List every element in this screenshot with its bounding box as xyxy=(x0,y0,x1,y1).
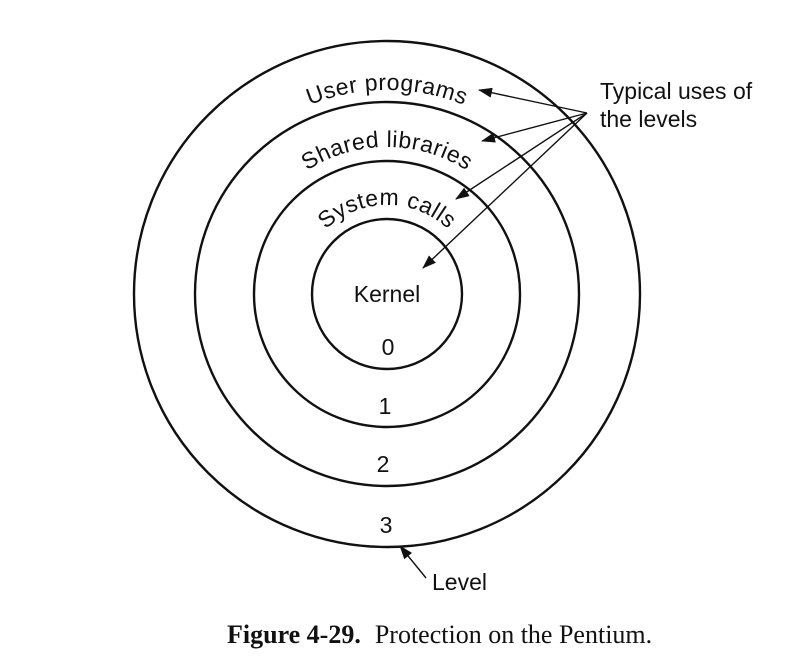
ring-label-kernel: Kernel xyxy=(354,281,420,307)
arrow-to-kernel xyxy=(422,112,588,269)
level-label: Level xyxy=(432,569,487,595)
ring-level-number-0: 0 xyxy=(382,334,395,360)
ring-level-number-1: 1 xyxy=(379,393,392,419)
ring-circle-user-programs xyxy=(132,39,642,549)
typical-uses-label-line1: Typical uses of xyxy=(600,78,753,104)
ring-circle-shared-libraries xyxy=(193,100,581,488)
typical-uses-label: Typical uses of the levels xyxy=(600,78,753,132)
figure-caption-text: Protection on the Pentium. xyxy=(375,620,652,649)
ring-label-user-programs: User programs xyxy=(302,69,471,110)
ring-level-numbers: 0 1 2 3 xyxy=(377,334,395,538)
ring-label-system-calls: System calls xyxy=(312,184,461,233)
ring-circles xyxy=(132,39,642,549)
ring-level-number-3: 3 xyxy=(380,512,393,538)
ring-level-number-2: 2 xyxy=(377,451,390,477)
figure-caption: Figure 4-29. Protection on the Pentium. xyxy=(227,620,652,649)
arrow-to-shared-libraries xyxy=(481,112,588,143)
arrow-to-user-programs xyxy=(478,87,588,114)
arrow-to-system-calls xyxy=(455,112,588,200)
typical-uses-arrows xyxy=(422,87,588,269)
typical-uses-label-line2: the levels xyxy=(600,106,697,132)
ring-label-shared-libraries: Shared libraries xyxy=(296,126,477,175)
ring-circle-system-calls xyxy=(252,159,522,429)
figure-caption-number: Figure 4-29. xyxy=(227,620,361,649)
level-arrow xyxy=(399,545,427,579)
ring-circle-kernel xyxy=(310,217,464,371)
